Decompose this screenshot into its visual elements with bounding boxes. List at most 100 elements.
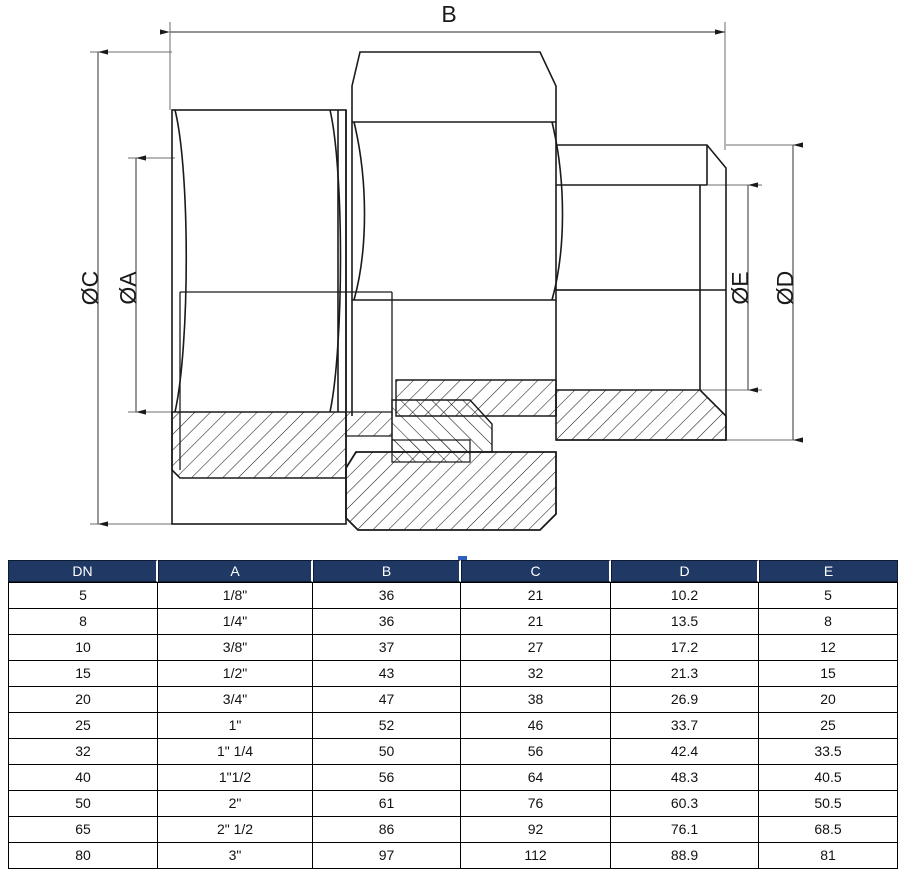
hatch-boss-band (391, 439, 471, 463)
cell-e: 68.5 (759, 817, 898, 843)
column-header-e: E (759, 560, 898, 582)
technical-drawing: B ØC ØA ØE ØD (77, 1, 803, 531)
dimension-b: B (160, 1, 725, 35)
blue-marker-artifact (458, 556, 467, 560)
cell-d: 42.4 (611, 739, 759, 765)
cell-d: 21.3 (611, 661, 759, 687)
cell-e: 5 (759, 582, 898, 609)
cell-a: 1/2" (158, 661, 313, 687)
cell-dn: 50 (8, 791, 158, 817)
cell-d: 76.1 (611, 817, 759, 843)
cell-b: 97 (313, 843, 461, 869)
column-header-b: B (313, 560, 461, 582)
dimension-b-label: B (441, 1, 456, 27)
cell-c: 76 (461, 791, 611, 817)
cell-dn: 80 (8, 843, 158, 869)
cell-b: 52 (313, 713, 461, 739)
column-header-a: A (158, 560, 313, 582)
center-hex-arc-left (353, 121, 366, 301)
cell-dn: 15 (8, 661, 158, 687)
cell-a: 1" (158, 713, 313, 739)
cell-d: 88.9 (611, 843, 759, 869)
cell-c: 32 (461, 661, 611, 687)
bore-lines (179, 289, 700, 470)
cell-b: 36 (313, 609, 461, 635)
cell-e: 50.5 (759, 791, 898, 817)
cell-e: 12 (759, 635, 898, 661)
cell-e: 81 (759, 843, 898, 869)
cell-e: 40.5 (759, 765, 898, 791)
dimension-oe: ØE (727, 182, 758, 393)
cell-a: 1"1/2 (158, 765, 313, 791)
cell-d: 13.5 (611, 609, 759, 635)
cell-a: 1/4" (158, 609, 313, 635)
cell-e: 20 (759, 687, 898, 713)
cell-b: 37 (313, 635, 461, 661)
cell-c: 112 (461, 843, 611, 869)
dimension-od-label: ØD (772, 271, 798, 306)
cell-d: 26.9 (611, 687, 759, 713)
cell-dn: 20 (8, 687, 158, 713)
section-hatching (171, 379, 727, 531)
cell-c: 92 (461, 817, 611, 843)
cell-b: 50 (313, 739, 461, 765)
cell-d: 33.7 (611, 713, 759, 739)
hatch-left-nut (171, 411, 347, 479)
cell-e: 15 (759, 661, 898, 687)
dimension-oa-label: ØA (115, 271, 141, 305)
cell-d: 10.2 (611, 582, 759, 609)
cell-c: 56 (461, 739, 611, 765)
cell-c: 27 (461, 635, 611, 661)
cell-a: 3" (158, 843, 313, 869)
cell-c: 21 (461, 609, 611, 635)
cell-d: 60.3 (611, 791, 759, 817)
cell-a: 3/4" (158, 687, 313, 713)
center-hex-arc-right (551, 121, 564, 301)
table-header: DN A B C D E (8, 560, 898, 582)
cell-b: 47 (313, 687, 461, 713)
table-header-row: DN A B C D E (8, 560, 898, 582)
dimension-oc-label: ØC (77, 271, 103, 306)
center-hex-outline (351, 51, 557, 301)
drawing-canvas: B ØC ØA ØE ØD (77, 1, 803, 531)
cell-c: 64 (461, 765, 611, 791)
cell-b: 36 (313, 582, 461, 609)
hatch-bottom-boss (345, 451, 557, 531)
cell-dn: 32 (8, 739, 158, 765)
hatch-right-pipe (555, 389, 727, 441)
cell-c: 46 (461, 713, 611, 739)
cell-dn: 40 (8, 765, 158, 791)
cell-d: 48.3 (611, 765, 759, 791)
cell-a: 2" (158, 791, 313, 817)
column-header-c: C (461, 560, 611, 582)
cell-a: 2" 1/2 (158, 817, 313, 843)
cell-a: 1" 1/4 (158, 739, 313, 765)
cell-dn: 65 (8, 817, 158, 843)
cell-c: 21 (461, 582, 611, 609)
cell-e: 33.5 (759, 739, 898, 765)
dimension-oe-label: ØE (727, 271, 753, 304)
left-nut-arc-right (329, 109, 342, 413)
column-header-d: D (611, 560, 759, 582)
cell-a: 1/8" (158, 582, 313, 609)
cell-dn: 5 (8, 582, 158, 609)
hatch-stub-band (395, 379, 557, 417)
cell-dn: 8 (8, 609, 158, 635)
cell-e: 8 (759, 609, 898, 635)
cell-dn: 25 (8, 713, 158, 739)
cell-b: 43 (313, 661, 461, 687)
cell-e: 25 (759, 713, 898, 739)
